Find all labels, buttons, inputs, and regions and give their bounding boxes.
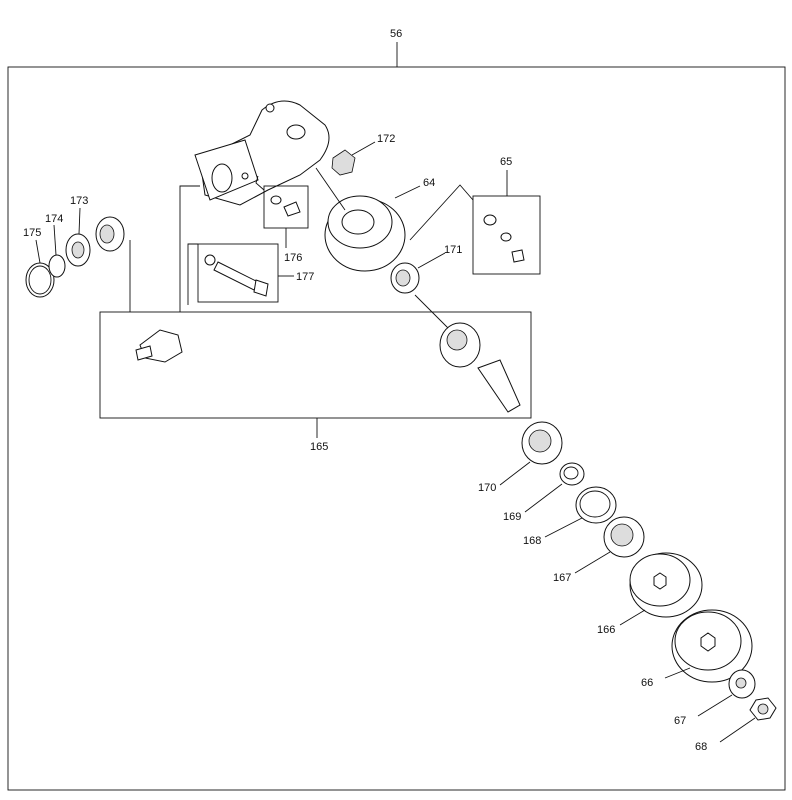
part-65-screw [511,249,525,263]
part-176-washer [270,195,282,205]
part-177-bolt-shaft [213,261,259,291]
part-bearing [95,216,125,252]
label-170: 170 [478,482,496,494]
leader-167 [574,551,611,574]
label-68: 68 [695,741,707,753]
guide-line [315,167,346,211]
part-174-washer [48,254,66,278]
label-177: 177 [296,271,314,283]
label-172: 172 [377,133,395,145]
part-65-spring-washer [500,232,512,242]
label-167: 167 [553,572,571,584]
part-170-bearing [521,421,563,465]
part-166-cup [629,552,703,618]
leader-171 [417,252,446,269]
part-67-cover [728,669,756,699]
part-167-bearing [603,516,645,558]
part-68-nut [749,697,777,721]
leader-168 [544,517,583,538]
label-171: 171 [444,244,462,256]
guide-line [187,243,198,305]
label-66: 66 [641,677,653,689]
part-64-cover [324,195,406,272]
leader-170 [499,461,531,486]
leader-166 [619,609,646,626]
guide-line [409,184,474,241]
label-175: 175 [23,227,41,239]
part-177-bolt-head [253,279,269,297]
part-169-collar [559,462,585,486]
part-176-bolt [283,201,301,217]
leader-173 [78,207,81,235]
gear-housing [194,100,330,206]
box-165 [99,311,532,419]
label-165: 165 [310,441,328,453]
box-177 [197,243,279,303]
label-67: 67 [674,715,686,727]
guide-line [255,175,265,191]
part-177-washer [204,254,216,266]
part-172-plug [331,149,356,176]
part-168-circlip [575,486,617,524]
label-64: 64 [423,177,435,189]
label-65: 65 [500,156,512,168]
label-56: 56 [390,28,402,40]
label-176: 176 [284,252,302,264]
label-168: 168 [523,535,541,547]
leader-169 [524,483,563,513]
leader-172 [351,141,376,156]
part-171-bearing [390,262,420,294]
leader-175 [35,239,41,264]
leader-66 [664,667,691,679]
part-173-bearing [65,233,91,267]
part-65-washer [483,214,497,226]
leader-68 [719,717,756,743]
guide-line [179,185,200,312]
box-65 [472,195,541,275]
guide-line [414,294,451,331]
leader-174 [53,224,57,256]
part-165-pinion-gear [135,329,183,363]
leader-67 [697,694,733,717]
part-66-receiver-washer [671,609,753,683]
label-173: 173 [70,195,88,207]
assembly-frame [7,66,786,791]
part-165-bevel-gear [439,322,521,413]
label-169: 169 [503,511,521,523]
label-166: 166 [597,624,615,636]
leader-64 [394,185,421,199]
label-174: 174 [45,213,63,225]
